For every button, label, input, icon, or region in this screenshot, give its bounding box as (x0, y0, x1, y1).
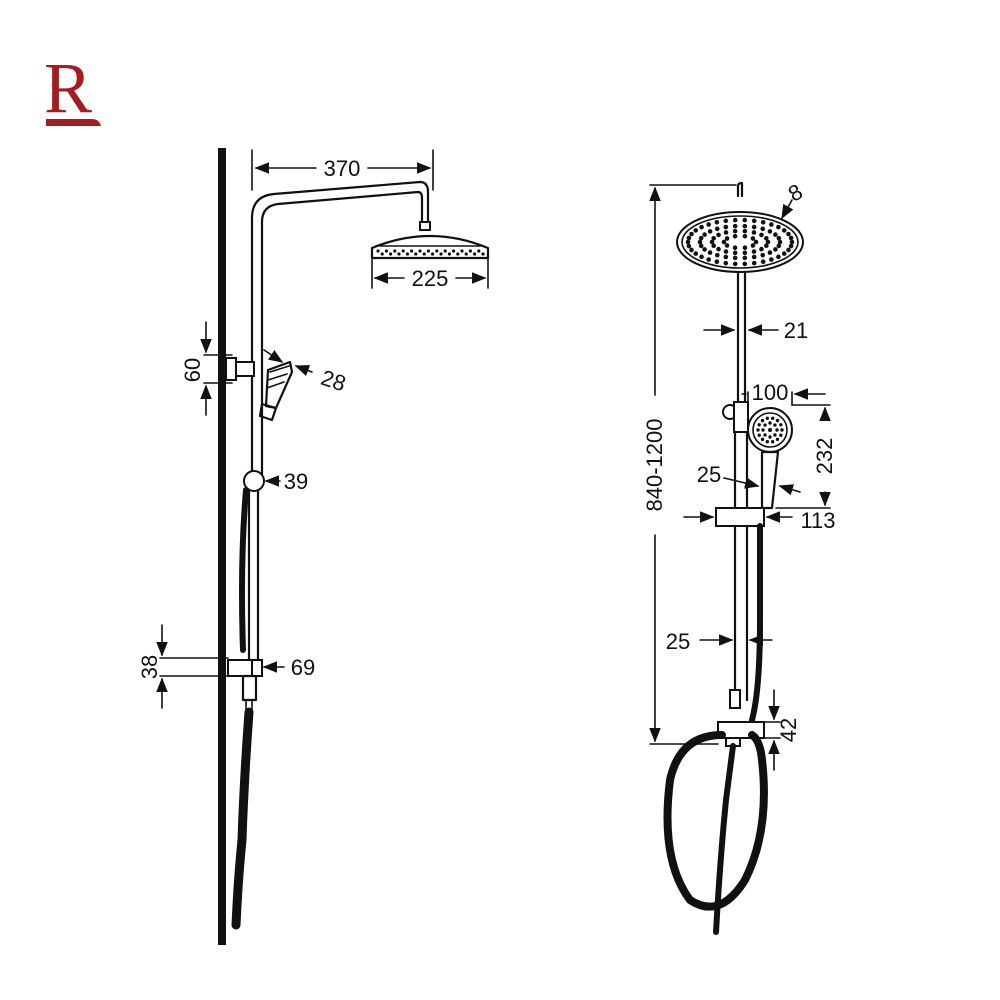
dim-slider-width: 113 (800, 508, 835, 533)
dim-handle-diameter: 25 (697, 462, 721, 487)
dim-head-diameter: 225 (412, 266, 449, 291)
overhead-shower-head-front (676, 211, 804, 273)
head-nozzles-front (685, 217, 795, 267)
dim-handset-length: 232 (812, 438, 837, 475)
hand-shower-front (747, 407, 793, 510)
shower-arm-pipe (250, 180, 430, 482)
dim-bracket-height: 60 (180, 358, 205, 382)
rail-knob-side (243, 470, 265, 492)
wall-line (218, 148, 226, 945)
side-view: 370 225 60 28 39 38 69 (137, 148, 490, 945)
dim-rail-knob: 39 (284, 469, 308, 494)
dim-height-range: 840-1200 (642, 419, 667, 512)
dim-holder-depth: 69 (291, 655, 315, 680)
wall-bracket-top (225, 357, 237, 381)
head-nozzles-side (376, 249, 485, 256)
hose-side (231, 707, 254, 930)
shower-arm-pipe-inner (260, 190, 424, 482)
dim-pipe-diameter: 21 (784, 318, 808, 343)
brand-logo-underline (46, 119, 101, 126)
hose-loop-front (663, 731, 768, 935)
front-view: 8 21 840-1200 100 232 25 113 2 (642, 179, 837, 935)
brand-logo: R (44, 48, 101, 128)
front-slider-block (715, 507, 765, 527)
dim-valve-height: 42 (776, 718, 801, 742)
overhead-shower-head-side (370, 221, 490, 260)
hand-shower-side (258, 360, 294, 422)
dim-head-thickness: 8 (784, 179, 807, 207)
dim-handset-head: 100 (752, 380, 789, 405)
dim-holder-height: 38 (137, 655, 162, 679)
dim-rail-diameter: 25 (666, 629, 690, 654)
dim-handset-width: 28 (318, 365, 349, 396)
brand-logo-letter: R (44, 48, 92, 128)
dim-arm-length: 370 (324, 156, 361, 181)
front-pipe-top (736, 181, 744, 198)
